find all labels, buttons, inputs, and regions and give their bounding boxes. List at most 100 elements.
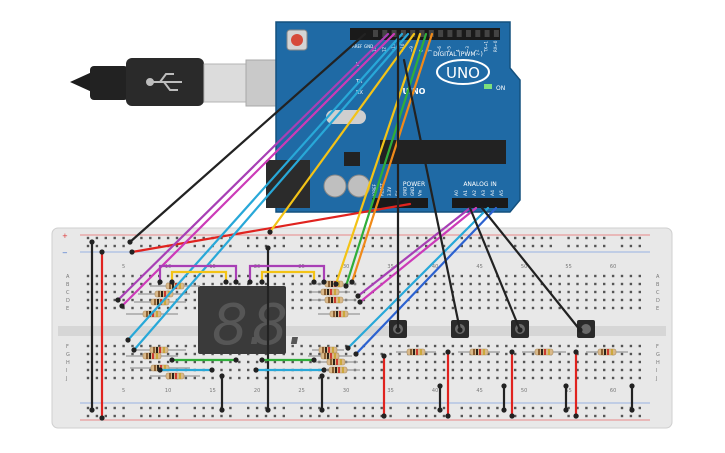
breadboard-hole[interactable] bbox=[158, 360, 161, 364]
breadboard-hole[interactable] bbox=[514, 344, 517, 348]
breadboard-hole[interactable] bbox=[202, 274, 205, 278]
rail-hole[interactable] bbox=[585, 244, 588, 248]
breadboard-hole[interactable] bbox=[407, 360, 410, 364]
breadboard-hole[interactable] bbox=[193, 306, 196, 310]
breadboard-hole[interactable] bbox=[149, 306, 152, 310]
breadboard-hole[interactable] bbox=[416, 344, 419, 348]
breadboard-hole[interactable] bbox=[594, 306, 597, 310]
breadboard-hole[interactable] bbox=[611, 274, 615, 278]
breadboard-hole[interactable] bbox=[113, 360, 116, 364]
breadboard-hole[interactable] bbox=[336, 344, 339, 348]
breadboard-hole[interactable] bbox=[291, 376, 294, 380]
breadboard-hole[interactable] bbox=[451, 368, 455, 372]
rail-hole[interactable] bbox=[193, 406, 196, 410]
breadboard-hole[interactable] bbox=[451, 282, 455, 286]
rail-hole[interactable] bbox=[158, 244, 161, 248]
breadboard-hole[interactable] bbox=[558, 306, 561, 310]
rail-hole[interactable] bbox=[549, 406, 552, 410]
breadboard-hole[interactable] bbox=[398, 376, 401, 380]
rail-hole[interactable] bbox=[327, 236, 330, 240]
breadboard-hole[interactable] bbox=[184, 376, 188, 380]
rail-hole[interactable] bbox=[282, 236, 285, 240]
breadboard-hole[interactable] bbox=[496, 360, 499, 364]
breadboard-hole[interactable] bbox=[291, 306, 294, 310]
breadboard-hole[interactable] bbox=[442, 306, 446, 310]
breadboard-hole[interactable] bbox=[540, 298, 544, 302]
resistor[interactable] bbox=[310, 288, 350, 296]
breadboard-hole[interactable] bbox=[344, 352, 348, 356]
rail-hole[interactable] bbox=[522, 244, 526, 248]
breadboard-hole[interactable] bbox=[389, 376, 392, 380]
rail-hole[interactable] bbox=[407, 244, 410, 248]
breadboard-hole[interactable] bbox=[611, 306, 615, 310]
breadboard-hole[interactable] bbox=[505, 274, 508, 278]
breadboard-hole[interactable] bbox=[398, 290, 401, 294]
breadboard-hole[interactable] bbox=[131, 274, 134, 278]
breadboard-hole[interactable] bbox=[166, 344, 170, 348]
breadboard-hole[interactable] bbox=[184, 344, 188, 348]
breadboard-hole[interactable] bbox=[531, 344, 535, 348]
wire-loop-yellow-b[interactable] bbox=[260, 270, 316, 284]
breadboard-hole[interactable] bbox=[122, 368, 125, 372]
rail-hole[interactable] bbox=[247, 406, 250, 410]
breadboard-hole[interactable] bbox=[104, 298, 107, 302]
rail-hole[interactable] bbox=[327, 244, 330, 248]
breadboard-hole[interactable] bbox=[629, 282, 633, 286]
breadboard-hole[interactable] bbox=[318, 274, 321, 278]
breadboard-hole[interactable] bbox=[309, 306, 312, 310]
breadboard-hole[interactable] bbox=[531, 360, 535, 364]
rail-hole[interactable] bbox=[629, 244, 633, 248]
breadboard-hole[interactable] bbox=[416, 360, 419, 364]
rail-hole[interactable] bbox=[86, 244, 90, 248]
rail-hole[interactable] bbox=[140, 244, 143, 248]
rail-hole[interactable] bbox=[425, 406, 428, 410]
breadboard-hole[interactable] bbox=[398, 282, 401, 286]
breadboard-hole[interactable] bbox=[487, 344, 490, 348]
breadboard-hole[interactable] bbox=[300, 352, 303, 356]
breadboard-hole[interactable] bbox=[460, 274, 463, 278]
rail-hole[interactable] bbox=[460, 244, 463, 248]
breadboard-hole[interactable] bbox=[540, 360, 544, 364]
breadboard-hole[interactable] bbox=[247, 282, 250, 286]
rail-hole[interactable] bbox=[175, 406, 179, 410]
breadboard-hole[interactable] bbox=[362, 360, 366, 364]
breadboard-hole[interactable] bbox=[416, 290, 419, 294]
rail-hole[interactable] bbox=[264, 236, 268, 240]
breadboard-hole[interactable] bbox=[549, 344, 552, 348]
rail-hole[interactable] bbox=[380, 244, 383, 248]
breadboard-hole[interactable] bbox=[611, 376, 615, 380]
breadboard-hole[interactable] bbox=[611, 344, 615, 348]
breadboard-hole[interactable] bbox=[371, 306, 374, 310]
rail-hole[interactable] bbox=[407, 236, 410, 240]
breadboard-hole[interactable] bbox=[629, 360, 633, 364]
breadboard-hole[interactable] bbox=[336, 306, 339, 310]
breadboard-hole[interactable] bbox=[104, 360, 107, 364]
breadboard-hole[interactable] bbox=[603, 290, 606, 294]
breadboard-hole[interactable] bbox=[416, 274, 419, 278]
breadboard-hole[interactable] bbox=[496, 376, 499, 380]
breadboard-hole[interactable] bbox=[327, 376, 330, 380]
rail-hole[interactable] bbox=[104, 236, 107, 240]
breadboard-hole[interactable] bbox=[638, 368, 641, 372]
breadboard-hole[interactable] bbox=[442, 368, 446, 372]
breadboard-hole[interactable] bbox=[264, 376, 268, 380]
breadboard-hole[interactable] bbox=[549, 376, 552, 380]
rail-hole[interactable] bbox=[594, 414, 597, 418]
rail-hole[interactable] bbox=[86, 414, 90, 418]
wire-purple-1[interactable] bbox=[116, 32, 390, 302]
wire-green-1[interactable] bbox=[344, 32, 428, 288]
breadboard-hole[interactable] bbox=[433, 344, 437, 348]
breadboard-hole[interactable] bbox=[433, 360, 437, 364]
breadboard-hole[interactable] bbox=[300, 376, 303, 380]
push-button[interactable] bbox=[577, 320, 595, 338]
breadboard-hole[interactable] bbox=[531, 352, 535, 356]
rail-hole[interactable] bbox=[220, 236, 223, 240]
rail-hole[interactable] bbox=[496, 414, 499, 418]
breadboard-hole[interactable] bbox=[131, 306, 134, 310]
resistor[interactable] bbox=[522, 348, 566, 356]
rail-hole[interactable] bbox=[620, 244, 624, 248]
rail-hole[interactable] bbox=[531, 406, 535, 410]
breadboard-hole[interactable] bbox=[398, 352, 401, 356]
breadboard-hole[interactable] bbox=[282, 274, 285, 278]
breadboard-hole[interactable] bbox=[638, 376, 641, 380]
